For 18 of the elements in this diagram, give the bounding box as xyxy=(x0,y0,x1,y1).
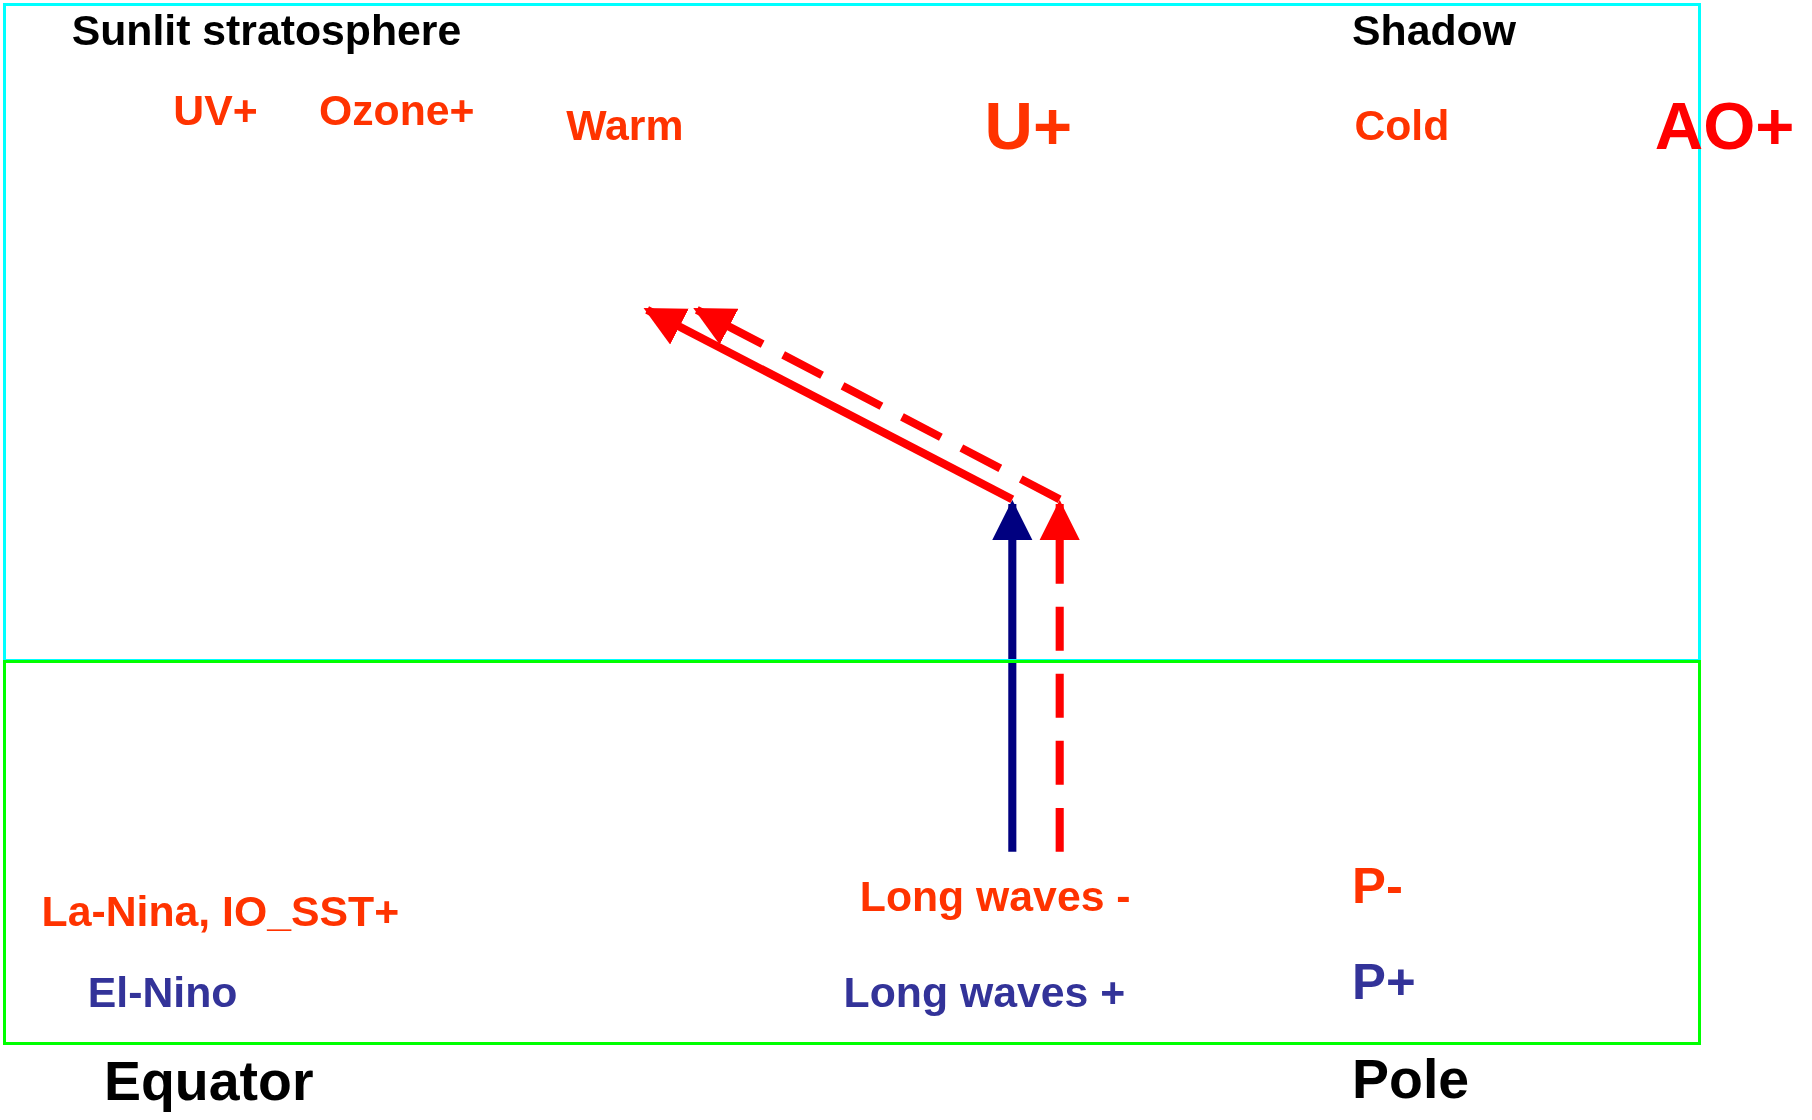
factor-label: Warm xyxy=(566,104,684,147)
factor-label: Long waves - xyxy=(859,874,1131,918)
factor-label: P+ xyxy=(1352,956,1416,1008)
axis-end-label: Equator xyxy=(104,1053,314,1110)
factor-label: Cold xyxy=(1354,104,1450,147)
region-label: Sunlit stratosphere xyxy=(71,9,462,52)
factor-label: UV+ xyxy=(173,88,258,132)
factor-label: P- xyxy=(1352,860,1403,912)
troposphere-panel xyxy=(3,659,1702,1045)
wave-arrow xyxy=(1039,499,1080,852)
factor-label: La-Nina, IO_SST+ xyxy=(41,889,400,933)
factor-label: El-Nino xyxy=(87,970,238,1014)
wave-arrow xyxy=(992,499,1033,852)
factor-label: U+ xyxy=(984,92,1073,160)
factor-label: Long waves + xyxy=(843,970,1126,1014)
axis-end-label: Pole xyxy=(1352,1051,1470,1108)
region-label: Shadow xyxy=(1352,9,1516,52)
factor-label: Ozone+ xyxy=(318,88,475,132)
